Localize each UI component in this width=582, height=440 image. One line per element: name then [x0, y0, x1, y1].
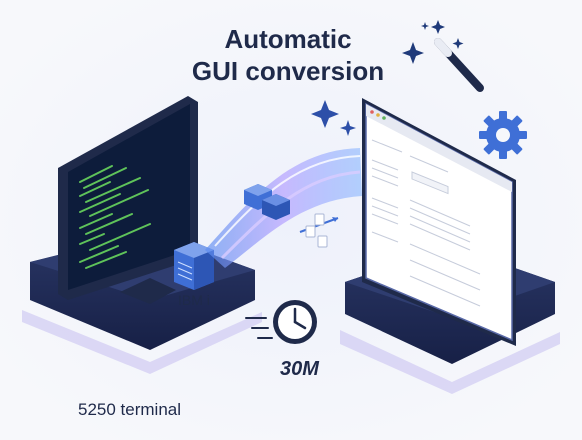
package-icon	[244, 184, 290, 220]
window-max-dot	[382, 116, 386, 120]
document-icon	[305, 213, 328, 248]
window-close-dot	[370, 110, 374, 114]
sparkle-icon	[402, 20, 464, 64]
terminal-label: 5250 terminal	[78, 400, 181, 419]
title-line-1: Automatic	[224, 24, 351, 54]
gui-window	[362, 98, 516, 346]
terminal-screen	[68, 104, 190, 290]
magic-wand-icon	[434, 38, 484, 92]
server-icon	[174, 242, 214, 290]
terminal-monitor	[58, 96, 198, 304]
gui-form	[371, 139, 481, 307]
clock-icon	[245, 300, 317, 344]
ibm-i-label: IBM i	[178, 292, 210, 308]
timer-label: 30M	[280, 358, 320, 380]
gear-icon	[479, 111, 527, 159]
title-line-2: GUI conversion	[192, 56, 384, 86]
terminal-code	[79, 165, 151, 269]
sparkle-icon	[311, 100, 356, 136]
window-min-dot	[376, 113, 380, 117]
